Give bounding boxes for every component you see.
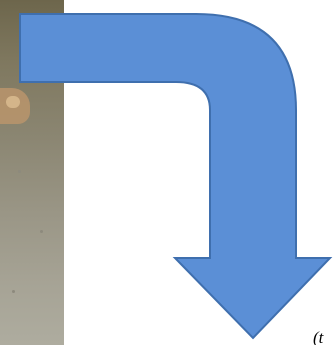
caption-fragment: (t	[313, 328, 323, 345]
arrow-shape	[20, 14, 330, 338]
